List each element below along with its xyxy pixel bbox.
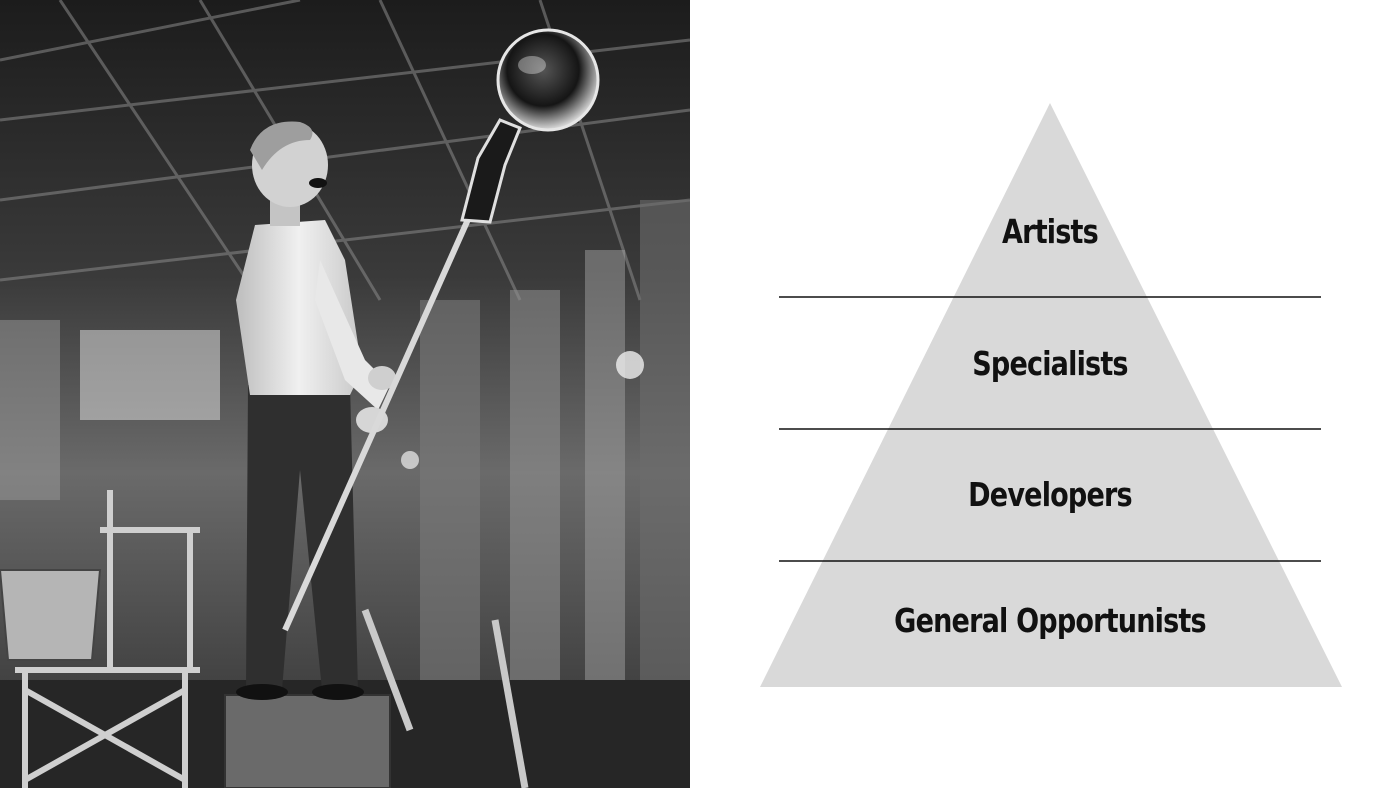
tier-label-artists: Artists (1002, 212, 1099, 251)
tier-label-specialists: Specialists (972, 344, 1128, 383)
photo-illustration (0, 0, 690, 788)
tier-label-general-opportunists: General Opportunists (894, 601, 1206, 640)
glassblower-photo (0, 0, 690, 788)
pyramid-triangle (760, 103, 1342, 687)
pyramid-shape (760, 103, 1342, 687)
pyramid-diagram: Artists Specialists Developers General O… (690, 0, 1400, 788)
tier-label-developers: Developers (968, 475, 1132, 514)
